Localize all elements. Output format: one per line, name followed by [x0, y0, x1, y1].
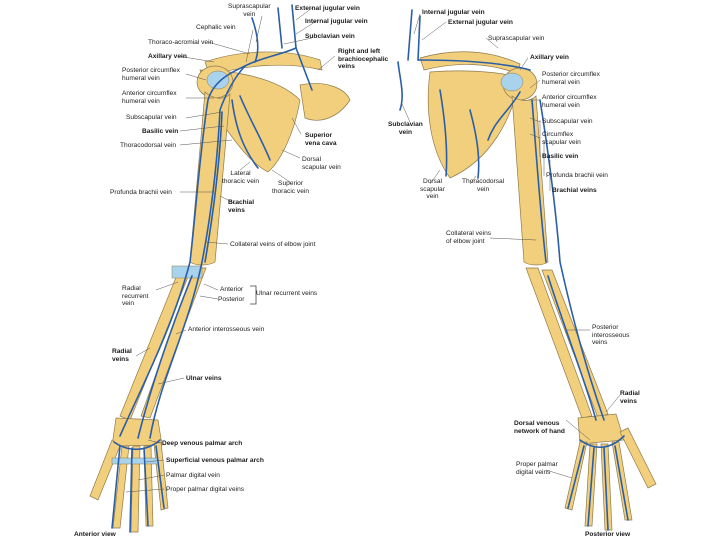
label-anterior: Anterior — [220, 286, 244, 293]
label-r-thoracodorsal-vein: Thoracodorsal vein — [462, 178, 505, 193]
subclavian-vein-path — [244, 47, 297, 67]
label-posterior: Posterior — [218, 296, 245, 303]
brachial-vein-posterior — [531, 99, 547, 263]
label-r-proper-palmar-digital-veins: Proper palmar digital veins — [516, 461, 558, 476]
label-ulnar-recurrent-veins: Ulnar recurrent veins — [256, 290, 318, 297]
label-collateral-veins-elbow: Collateral veins of elbow joint — [230, 241, 316, 248]
label-axillary-vein: Axillary vein — [148, 53, 187, 60]
posterior-hand-bones — [564, 427, 657, 531]
label-r-anterior-circumflex-humeral-vein: Anterior circumflex humeral vein — [542, 94, 597, 109]
external-jugular-vein — [277, 7, 283, 49]
label-posterior-circumflex-humeral-vein: Posterior circumflex humeral vein — [122, 67, 180, 82]
brachiocephalic-vein-path — [295, 47, 313, 91]
middle-finger — [130, 445, 141, 533]
anterior-veins — [111, 4, 313, 533]
thoracodorsal-vein-posterior — [469, 109, 480, 179]
humeral-head-cartilage — [206, 70, 230, 90]
humeral-head-cartilage-posterior — [500, 72, 524, 92]
label-r-profunda-brachii-vein: Profunda brachii vein — [546, 172, 608, 179]
posterior-cartilage — [500, 72, 524, 92]
label-r-axillary-vein: Axillary vein — [530, 54, 569, 61]
anterior-arm-skeleton — [111, 51, 351, 447]
lateral-thoracic-vein-path — [239, 95, 271, 161]
index-finger — [112, 445, 130, 529]
label-dorsal-scapular-vein: Dorsal scapular vein — [302, 156, 341, 171]
label-profunda-brachii-vein: Profunda brachii vein — [110, 189, 172, 196]
ulna-posterior — [525, 267, 593, 419]
view-caption-anterior: Anterior view — [74, 531, 116, 538]
axillary-vein-path — [219, 65, 246, 111]
humerus-posterior — [511, 95, 549, 266]
subclavian-vein-posterior — [397, 61, 403, 111]
label-palmar-digital-vein: Palmar digital vein — [166, 472, 220, 479]
label-anterior-circumflex-humeral-vein: Anterior circumflex humeral vein — [122, 90, 177, 105]
label-r-posterior-circumflex-humeral-vein: Posterior circumflex humeral vein — [542, 71, 600, 86]
posterior-arm-skeleton — [419, 51, 625, 445]
label-superior-vena-cava: Superior vena cava — [305, 132, 337, 147]
label-r-external-jugular-vein: External jugular vein — [448, 19, 513, 26]
internal-jugular-vein — [291, 4, 297, 49]
label-brachiocephalic-veins: Right and left brachiocephalic veins — [338, 48, 389, 71]
label-r-basilic-vein: Basilic vein — [542, 153, 579, 160]
label-deep-venous-palmar-arch: Deep venous palmar arch — [162, 440, 243, 447]
label-thoracodorsal-vein: Thoracodorsal vein — [120, 142, 177, 149]
digital-veins-posterior — [567, 445, 629, 531]
anterior-hand-bones — [89, 439, 169, 533]
palmar-arch-path — [113, 439, 161, 451]
index-posterior — [611, 441, 633, 521]
label-basilic-vein: Basilic vein — [142, 128, 179, 135]
label-r-brachial-veins: Brachial veins — [552, 187, 597, 194]
suprascapular-vein-path — [251, 17, 259, 63]
dorsal-network-posterior — [579, 435, 625, 448]
label-superior-thoracic-vein: Superior thoracic vein — [272, 180, 310, 195]
label-r-suprascapular-vein: Suprascapular vein — [488, 35, 545, 42]
label-r-collateral-veins-elbow: Collateral veins of elbow joint — [446, 230, 492, 245]
label-r-dorsal-venous-network: Dorsal venous network of hand — [514, 420, 565, 435]
label-r-posterior-interosseous-veins: Posterior interosseous veins — [592, 324, 630, 347]
posterior-veins — [397, 9, 629, 531]
dorsal-scapular-vein-posterior — [439, 89, 448, 177]
thoracodorsal-vein-path — [231, 99, 259, 169]
circumflex-veins-posterior — [487, 91, 521, 141]
jugular-veins-posterior — [407, 9, 421, 61]
label-thoraco-acromial-vein: Thoraco-acromial vein — [148, 39, 214, 46]
label-brachial-veins: Brachial veins — [228, 199, 255, 214]
label-radial-recurrent-vein: Radial recurrent vein — [122, 285, 149, 308]
label-radial-veins: Radial veins — [112, 348, 132, 363]
carpal-bones-posterior — [577, 413, 625, 445]
label-r-radial-veins: Radial veins — [620, 390, 640, 405]
basilic-vein-path — [149, 109, 221, 439]
label-ulnar-veins: Ulnar veins — [186, 375, 222, 382]
label-superficial-venous-palmar-arch: Superficial venous palmar arch — [166, 457, 264, 464]
label-r-dorsal-scapular-vein: Dorsal scapular vein — [420, 178, 445, 201]
label-internal-jugular-vein: Internal jugular vein — [305, 18, 368, 25]
interosseous-veins-posterior — [547, 275, 597, 421]
label-lateral-thoracic-vein: Lateral thoracic vein — [222, 170, 260, 185]
leader-lines — [125, 7, 621, 493]
label-anterior-interosseous-vein: Anterior interosseous vein — [188, 326, 265, 333]
label-subclavian-vein: Subclavian vein — [305, 33, 355, 40]
clavicle-posterior — [419, 51, 521, 75]
sternum-fragment — [299, 83, 351, 121]
label-r-subclavian-vein: Subclavian vein — [388, 121, 423, 136]
label-subscapular-vein: Subscapular vein — [126, 114, 177, 121]
axillary-vein-posterior — [417, 59, 531, 71]
label-proper-palmar-digital-veins: Proper palmar digital veins — [166, 486, 245, 493]
thumb-posterior — [619, 427, 657, 489]
basilic-vein-posterior — [539, 99, 605, 421]
label-suprascapular-vein: Suprascapular vein — [228, 3, 271, 18]
digital-veins-path — [111, 445, 165, 533]
label-r-circumflex-scapular-vein: Circumflex scapular vein — [542, 131, 581, 146]
label-external-jugular-vein: External jugular vein — [295, 5, 360, 12]
label-r-internal-jugular-vein: Internal jugular vein — [422, 9, 485, 16]
anterior-posterior-bracket — [250, 285, 257, 305]
cephalic-vein-path — [119, 65, 246, 437]
view-caption-posterior: Posterior view — [585, 531, 631, 538]
label-cephalic-vein: Cephalic vein — [196, 24, 236, 31]
label-r-subscapular-vein: Subscapular vein — [542, 118, 593, 125]
median-forearm-vein — [137, 275, 193, 439]
brachial-vein-path — [204, 111, 223, 263]
